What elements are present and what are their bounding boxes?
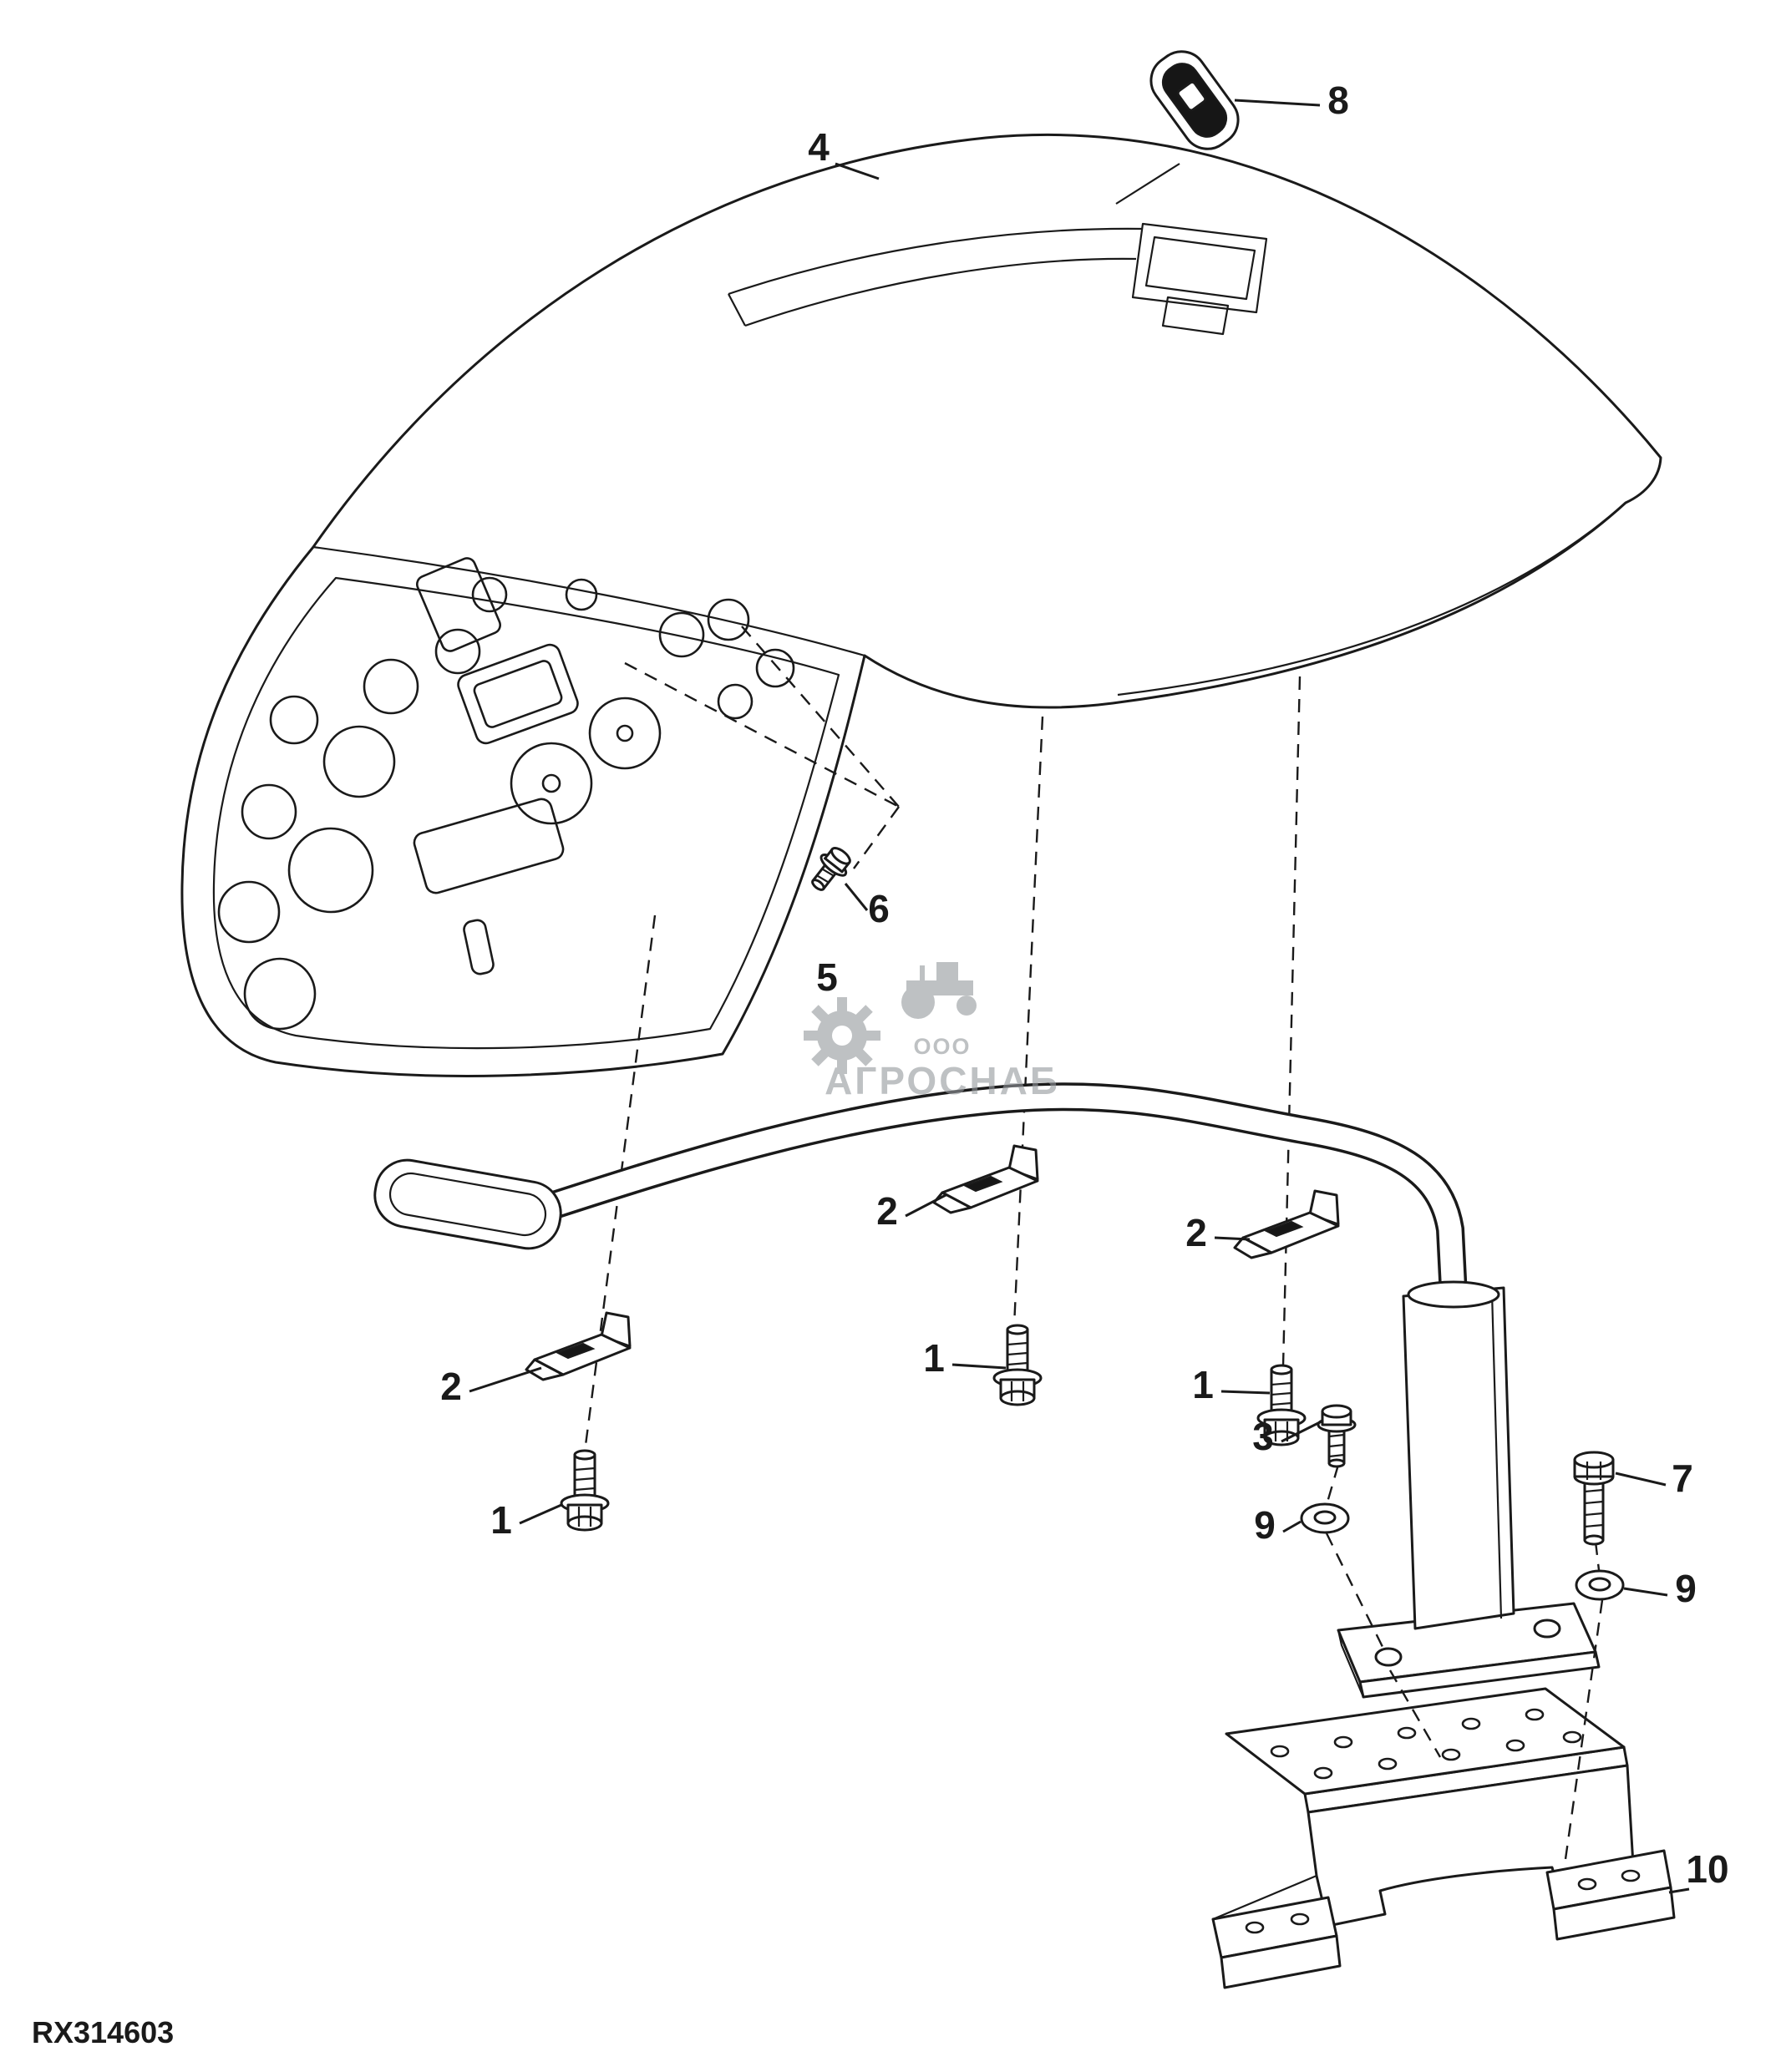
panel-display-cutouts	[413, 557, 579, 975]
watermark: ООО АГРОСНАБ	[804, 962, 1060, 1102]
callout-labels: 8 4 6 5 2 1 2 1 2 1 3 9 7 9 10	[440, 79, 1728, 1891]
hardware	[525, 50, 1625, 1601]
drawing-code: RX314603	[32, 2015, 174, 2049]
latch-plug-part	[1149, 50, 1240, 150]
watermark-tractor-icon	[901, 962, 977, 1019]
bolt-part-post	[1317, 1404, 1357, 1468]
clip-part-middle	[932, 1144, 1039, 1214]
callout-4-label: 4	[808, 125, 830, 169]
post-collar	[1407, 1280, 1500, 1309]
callout-9-left-label: 9	[1254, 1503, 1276, 1547]
clip-part-left	[525, 1311, 632, 1381]
callout-2-middle-label: 2	[876, 1189, 898, 1233]
bracket-plate-holes	[1245, 1708, 1641, 1934]
bolt-part-bracket	[1573, 1451, 1615, 1546]
callout-2-right-label: 2	[1185, 1211, 1207, 1254]
fender-part	[180, 133, 1662, 1077]
assembly-axes-rear	[583, 676, 1302, 1452]
callout-1-right-label: 1	[1192, 1363, 1214, 1406]
watermark-org-name: АГРОСНАБ	[825, 1059, 1060, 1102]
callout-9-right-label: 9	[1675, 1567, 1697, 1610]
mount-bracket-part	[1211, 1687, 1676, 1989]
callout-7-label: 7	[1672, 1456, 1693, 1500]
fender-handle-recess	[728, 222, 1268, 336]
bolt-part-middle	[992, 1324, 1043, 1406]
fender-edge-thickness-line	[1117, 502, 1626, 697]
bolt-part-left	[560, 1449, 610, 1532]
assembly-axes-front	[624, 626, 1604, 1860]
support-bar-part	[373, 1082, 1601, 1699]
callout-10-label: 10	[1686, 1847, 1728, 1891]
bar-paddle-end	[373, 1158, 562, 1250]
callout-1-middle-label: 1	[923, 1336, 945, 1380]
callout-6-label: 6	[868, 887, 890, 930]
fender-fold-line	[312, 545, 865, 657]
panel-gauge-holes	[217, 576, 795, 1031]
washer-part-left	[1300, 1502, 1350, 1534]
post-flange	[1337, 1602, 1601, 1699]
callout-5-label: 5	[816, 955, 838, 999]
callout-1-left-label: 1	[490, 1498, 512, 1542]
watermark-org-prefix: ООО	[913, 1034, 971, 1059]
watermark-gear-icon	[804, 997, 880, 1074]
washer-part-right	[1575, 1569, 1625, 1601]
panel-inner-rim	[212, 576, 840, 1050]
callout-3-label: 3	[1252, 1415, 1274, 1458]
callout-8-label: 8	[1327, 79, 1349, 122]
callout-leaders	[469, 99, 1690, 1894]
callout-2-left-label: 2	[440, 1365, 462, 1408]
